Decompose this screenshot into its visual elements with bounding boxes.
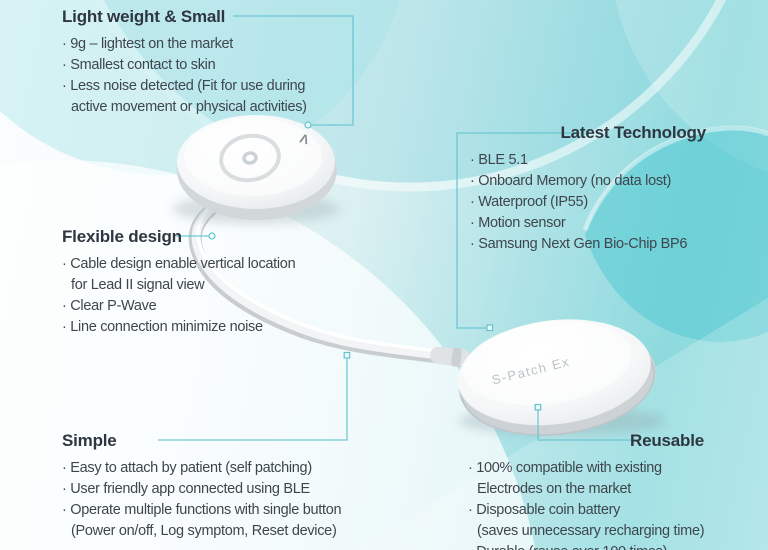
callout-anchor-dots bbox=[208, 121, 542, 411]
anchor-dot-reusable bbox=[534, 403, 542, 411]
anchor-dot-latest bbox=[486, 324, 494, 332]
leader-lightweight bbox=[233, 15, 354, 126]
feature-line: · Line connection minimize noise bbox=[62, 319, 263, 335]
feature-line: (saves unnecessary recharging time) bbox=[477, 523, 705, 539]
callout-flexible-design-title: Flexible design bbox=[62, 227, 182, 246]
feature-line: · Cable design enable vertical location bbox=[62, 256, 296, 272]
callout-simple-title: Simple bbox=[62, 431, 117, 450]
callout-reusable-title: Reusable bbox=[630, 431, 704, 450]
callout-latest-technology-title: Latest Technology bbox=[560, 123, 706, 142]
feature-line: · Clear P-Wave bbox=[62, 298, 157, 314]
feature-line: · 9g – lightest on the market bbox=[62, 36, 234, 52]
feature-line: · Onboard Memory (no data lost) bbox=[470, 173, 672, 189]
leader-latest bbox=[456, 132, 576, 329]
feature-line: · Operate multiple functions with single… bbox=[62, 502, 342, 518]
power-button bbox=[219, 133, 281, 183]
feature-line: (Power on/off, Log symptom, Reset device… bbox=[71, 523, 337, 539]
feature-line: · Samsung Next Gen Bio-Chip BP6 bbox=[470, 236, 688, 252]
callout-latest-technology: Latest Technology · BLE 5.1 · Onboard Me… bbox=[470, 123, 706, 255]
feature-line: · Disposable coin battery bbox=[468, 502, 621, 518]
feature-line: · Motion sensor bbox=[470, 215, 566, 231]
anchor-dot-simple bbox=[343, 351, 351, 359]
feature-line: for Lead II signal view bbox=[71, 277, 205, 293]
feature-line: · BLE 5.1 bbox=[470, 152, 528, 168]
callout-reusable: Reusable · 100% compatible with existing… bbox=[468, 431, 705, 550]
round-patch-device: Λ bbox=[172, 115, 340, 224]
callout-leader-lines bbox=[158, 15, 631, 441]
oval-patch-device: S-Patch Ex bbox=[430, 319, 666, 436]
feature-line: · User friendly app connected using BLE bbox=[62, 481, 310, 497]
feature-line: · Less noise detected (Fit for use durin… bbox=[62, 78, 306, 94]
feature-line: · Durable (reuse over 100 times) bbox=[468, 542, 704, 550]
feature-line: · Smallest contact to skin bbox=[62, 57, 216, 73]
callout-lightweight: Light weight & Small · 9g – lightest on … bbox=[62, 7, 307, 118]
leader-simple bbox=[158, 358, 348, 441]
feature-line: · 100% compatible with existing bbox=[468, 460, 662, 476]
leader-reusable bbox=[537, 410, 631, 441]
feature-line: · Easy to attach by patient (self patchi… bbox=[62, 460, 312, 476]
callout-flexible-design: Flexible design · Cable design enable ve… bbox=[62, 227, 296, 338]
cable-connector bbox=[430, 346, 471, 367]
teal-leaf-shape bbox=[585, 126, 768, 342]
callout-simple: Simple · Easy to attach by patient (self… bbox=[62, 431, 342, 542]
callout-lightweight-title: Light weight & Small bbox=[62, 7, 226, 26]
anchor-dot-flexible bbox=[208, 232, 216, 240]
device-cable bbox=[188, 187, 475, 369]
feature-line: · Waterproof (IP55) bbox=[470, 194, 588, 210]
feature-line: active movement or physical activities) bbox=[71, 99, 307, 115]
feature-line: Electrodes on the market bbox=[477, 481, 631, 497]
anchor-dot-lightweight bbox=[304, 121, 312, 129]
